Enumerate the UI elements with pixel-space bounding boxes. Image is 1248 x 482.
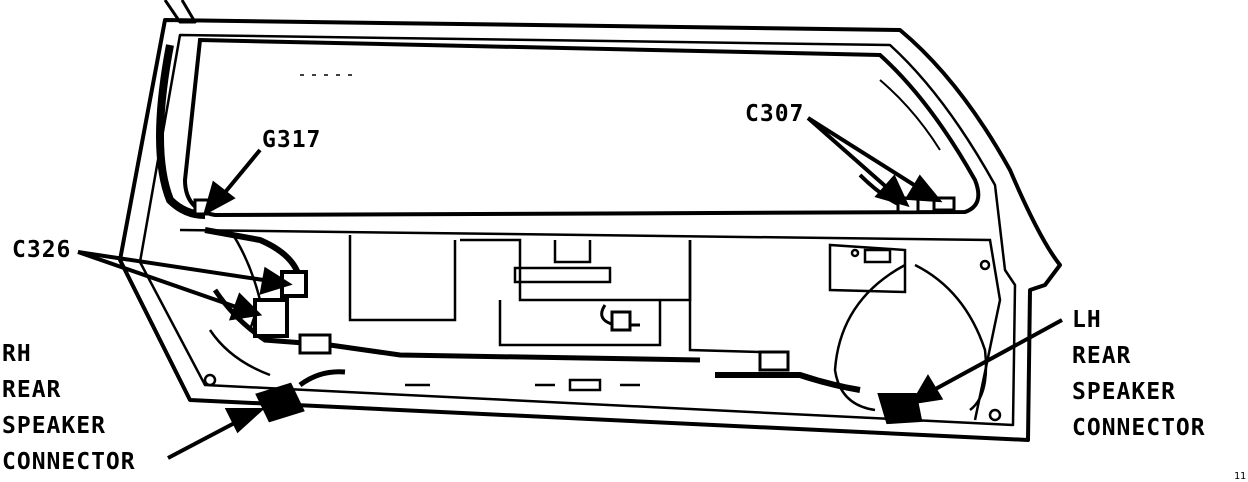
rh-label-line-3: SPEAKER [2,413,106,439]
rh-harness-clip [298,333,332,355]
lh-label-line-3: SPEAKER [1072,379,1176,405]
figure-code: 11 [1233,471,1246,482]
callout-arrows [77,116,1063,460]
rh-speaker-connector [255,382,305,423]
lh-label-line-4: CONNECTOR [1072,415,1206,441]
inner-panel-details [179,228,1002,422]
lh-label-line-1: LH [1072,307,1102,333]
center-bracket [610,310,632,332]
rh-label-line-2: REAR [2,377,62,403]
c307-label: C307 [745,101,805,127]
lh-speaker-connector [877,393,923,425]
rh-label-line-4: CONNECTOR [2,449,136,475]
c326-lower-connector [253,298,289,338]
g317-label: G317 [262,127,322,153]
lh-harness-clip [758,350,790,372]
lh-label-line-2: REAR [1072,343,1132,369]
connectors [193,196,956,425]
rh-label-line-1: RH [2,341,32,367]
c326-label: C326 [12,237,72,263]
liftgate-outline [118,0,1062,442]
